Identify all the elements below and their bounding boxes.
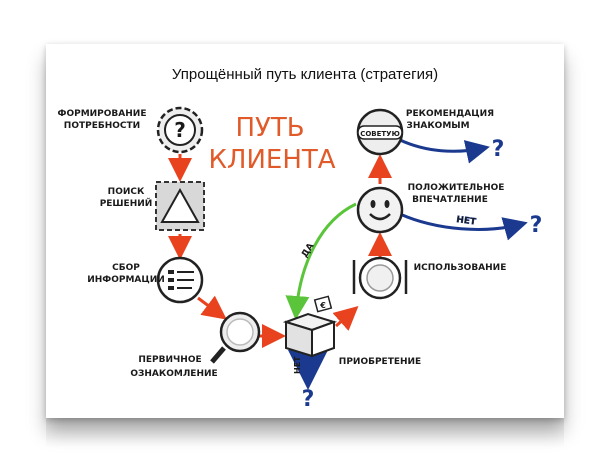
stage-impression-line1: ПОЛОЖИТЕЛЬНОЕ: [408, 183, 505, 193]
stage-recommend-line1: РЕКОМЕНДАЦИЯ: [406, 109, 494, 119]
question-recommend: ?: [492, 137, 505, 162]
stage-purchase-label: ПРИОБРЕТЕНИЕ: [339, 357, 421, 367]
svg-text:?: ?: [174, 118, 186, 142]
stage-search-line1: ПОИСК: [108, 187, 145, 197]
stage-acquaint-line2: ОЗНАКОМЛЕНИЕ: [130, 369, 217, 379]
arrow-purchase-to-usage: [332, 306, 359, 331]
question-impression: ?: [530, 213, 543, 238]
triangle-box-icon: [155, 181, 205, 231]
stage-need-line1: ФОРМИРОВАНИЕ: [58, 109, 147, 119]
heading-line2: КЛИЕНТА: [208, 145, 335, 175]
question-purchase: ?: [302, 387, 315, 412]
page-title: Упрощённый путь клиента (стратегия): [171, 66, 439, 83]
arrow-impression-to-purchase: [285, 202, 357, 320]
customer-journey-diagram: ПУТЬ КЛИЕНТА ? ФОРМИРОВАНИЕ ПОТРЕБНОСТИ …: [58, 106, 543, 412]
magnifier-icon: [210, 311, 261, 364]
stage-acquaint-line1: ПЕРВИЧНОЕ: [138, 355, 201, 365]
no-purchase-label: НЕТ: [293, 356, 302, 374]
box-icon: €: [282, 295, 338, 358]
diagram-card: Упрощённый путь клиента (стратегия) ПУТЬ…: [46, 44, 564, 418]
no-impression-label: НЕТ: [456, 215, 478, 228]
card-reflection: [46, 418, 564, 448]
list-circle-icon: [156, 256, 204, 304]
advice-badge-text: СОВЕТУЮ: [360, 130, 400, 138]
question-gear-icon: ?: [156, 106, 204, 154]
stage-info-line2: ИНФОРМАЦИИ: [87, 275, 165, 285]
plate-icon: [352, 256, 408, 300]
stage-need-line2: ПОТРЕБНОСТИ: [64, 121, 140, 131]
arrow-info-to-acquaint: [197, 295, 227, 320]
heading-line1: ПУТЬ: [235, 113, 304, 143]
stage-recommend-line2: ЗНАКОМЫМ: [406, 121, 469, 131]
stage-search-line2: РЕШЕНИЙ: [100, 197, 153, 209]
arrow-impression-out: [399, 212, 528, 241]
stage-info-line1: СБОР: [112, 263, 140, 273]
box-tag: €: [319, 301, 326, 310]
stage-usage-label: ИСПОЛЬЗОВАНИЕ: [414, 263, 507, 273]
smiley-icon: [356, 186, 404, 234]
arrow-recommend-out: [399, 138, 490, 164]
advice-badge-icon: СОВЕТУЮ: [356, 108, 404, 156]
stage-impression-line2: ВПЕЧАТЛЕНИЕ: [412, 195, 488, 205]
